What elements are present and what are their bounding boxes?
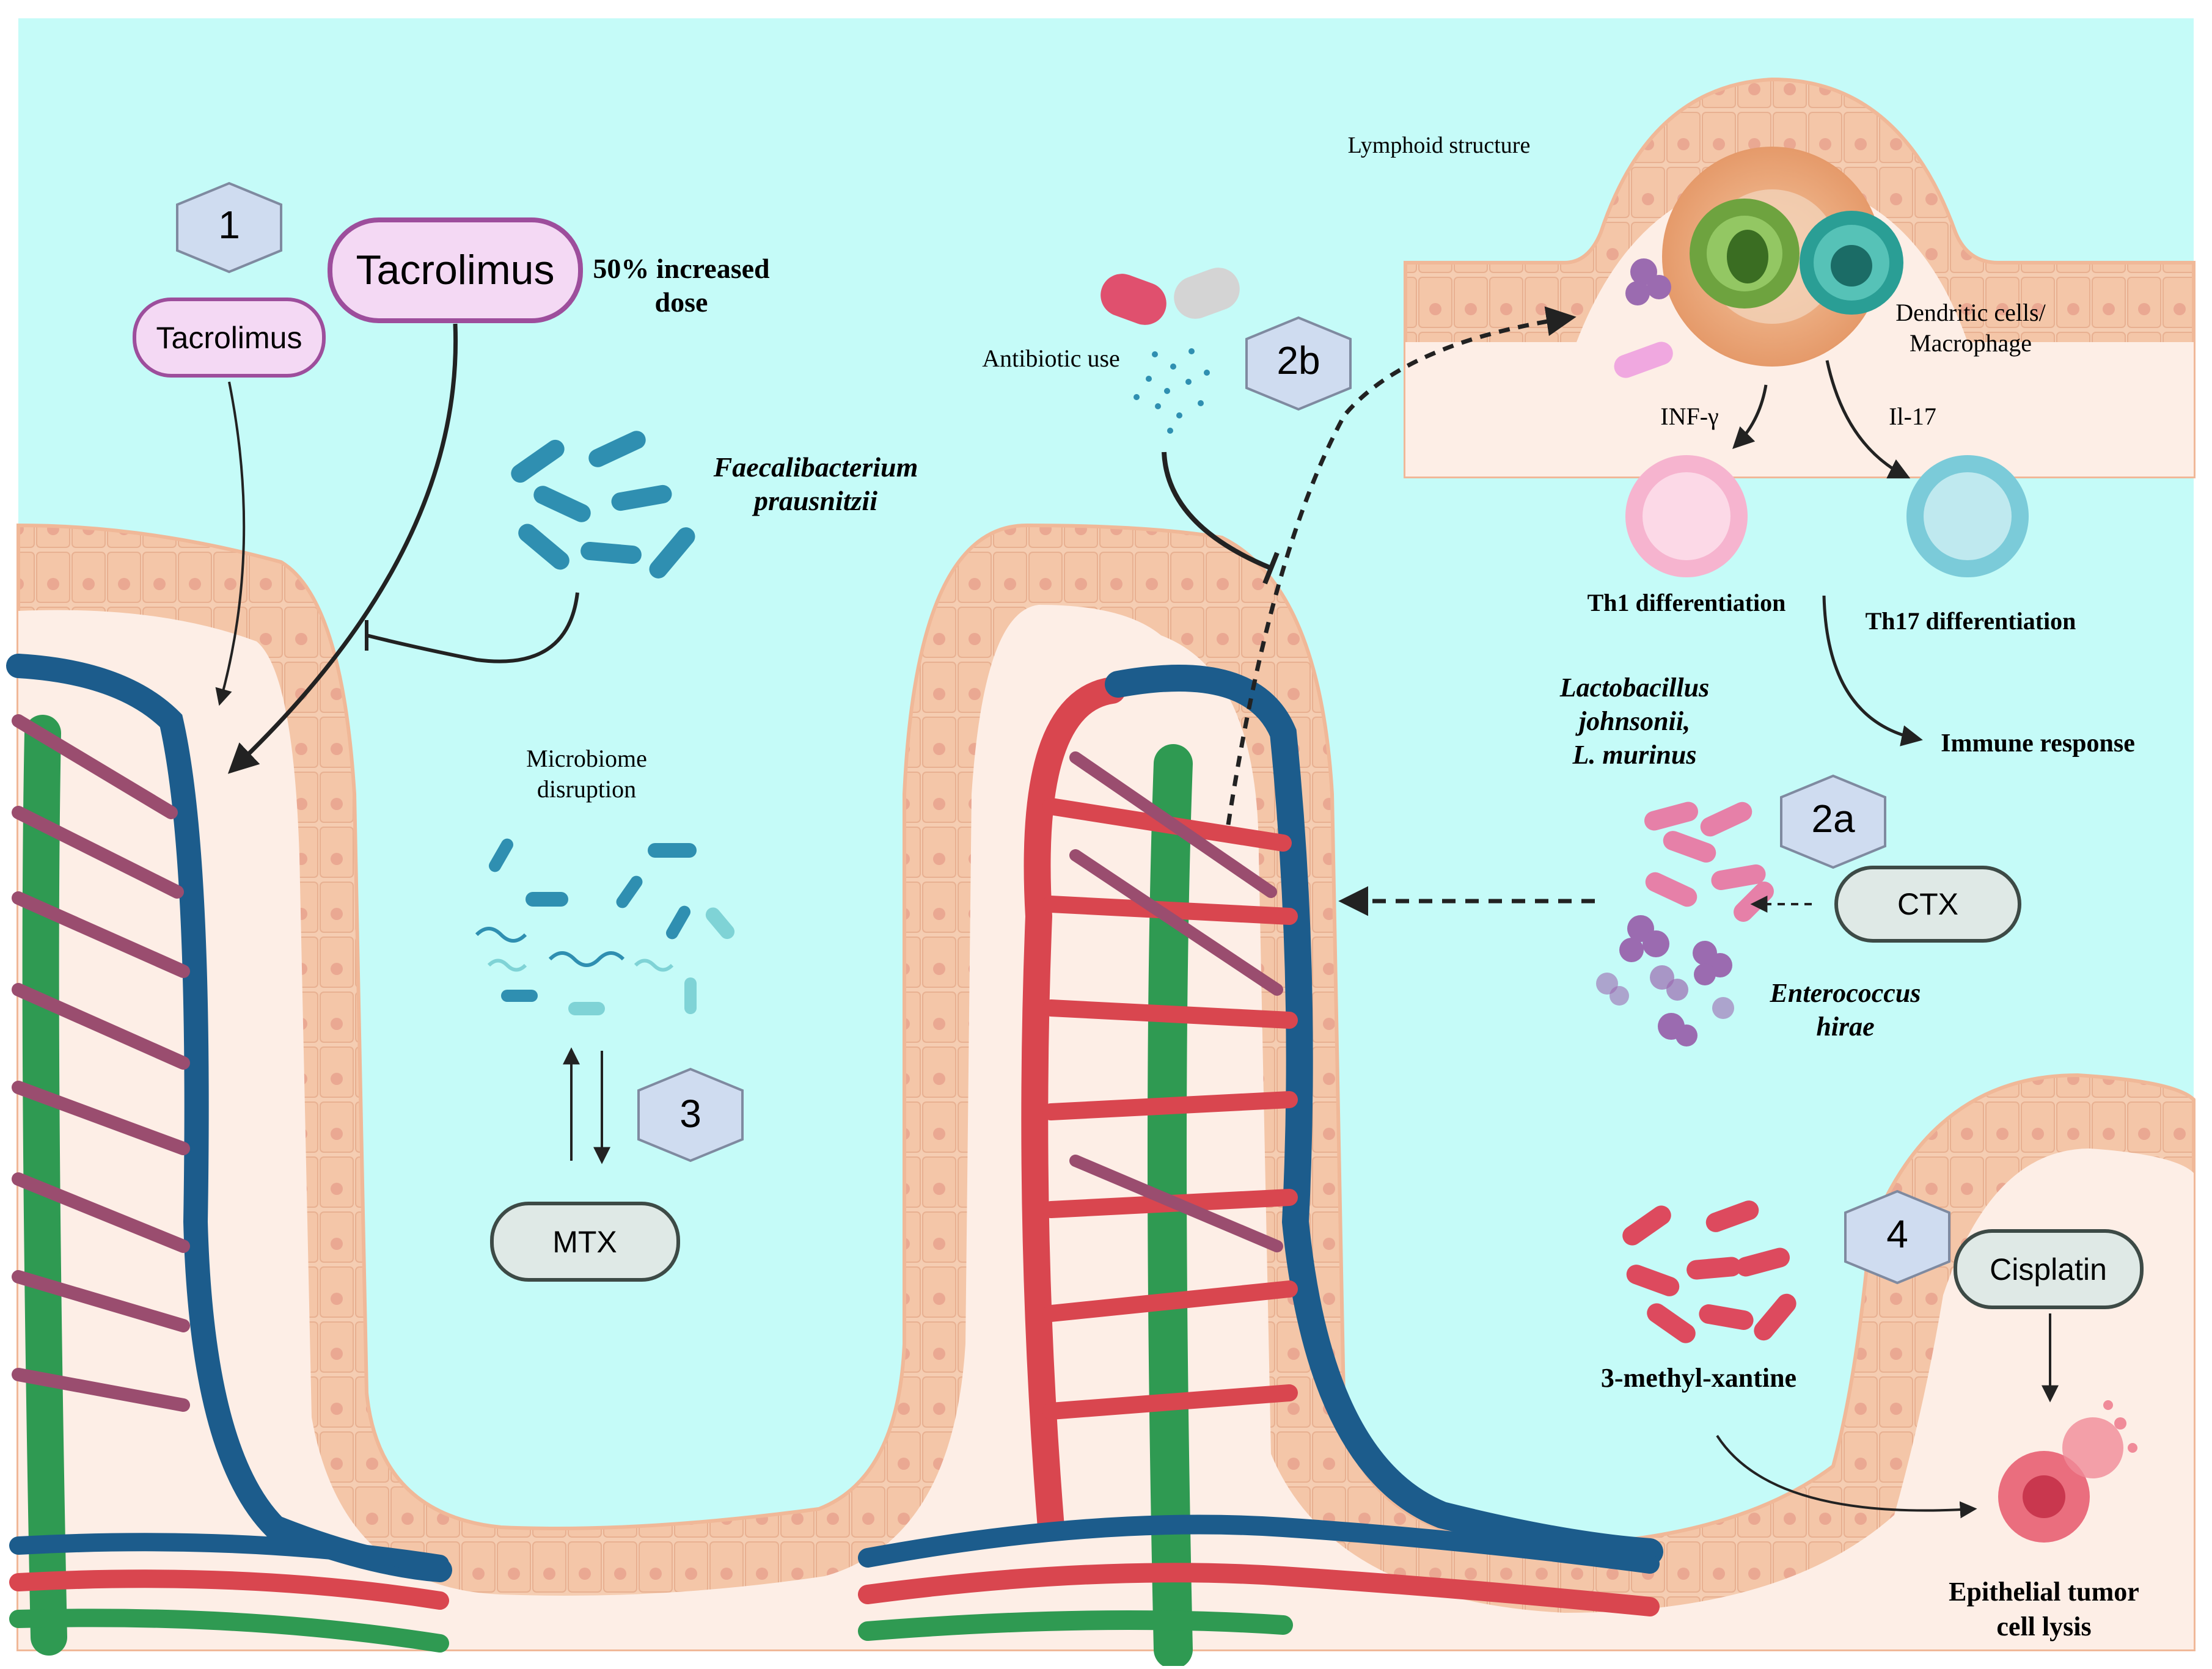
- immune-response-arrow: [1822, 595, 1923, 747]
- enterococcus-line1: Enterococcus: [1770, 978, 1921, 1008]
- cisplatin-pill[interactable]: Cisplatin: [1954, 1229, 2144, 1309]
- marker-2b: 2b: [1245, 316, 1352, 411]
- mtx-label: MTX: [552, 1225, 617, 1259]
- left-villus: [16, 523, 2196, 1651]
- macrophage-icon: [1800, 211, 1903, 315]
- cisplatin-label: Cisplatin: [1990, 1252, 2107, 1287]
- th17-cell-icon: [1906, 455, 2029, 577]
- villus-to-lymphoid-dashed-arrow: [1226, 306, 1577, 825]
- marker-2a: 2a: [1780, 774, 1886, 869]
- tacrolimus-small-label: Tacrolimus: [156, 321, 302, 355]
- microbiome-line1: Microbiome: [526, 745, 647, 772]
- faecalibacterium-line2: prausnitzii: [752, 485, 877, 516]
- methyl-xantine-label: 3-methyl-xantine: [1601, 1363, 1796, 1393]
- red-bacteria-cluster: [1622, 1200, 1796, 1343]
- faecalibacterium-line1: Faecalibacterium: [713, 451, 918, 483]
- antibiotic-powder-icon: [1133, 348, 1210, 434]
- ctx-pill[interactable]: CTX: [1834, 866, 2021, 943]
- th17-label: Th17 differentiation: [1866, 607, 2076, 635]
- marker-2b-label: 2b: [1276, 338, 1320, 382]
- microbiome-line2: disruption: [537, 775, 636, 803]
- tumor-lysis-line2: cell lysis: [1996, 1612, 2091, 1642]
- tacrolimus-large-pill[interactable]: Tacrolimus: [328, 217, 583, 323]
- left-vessels: [6, 654, 452, 1656]
- faecalibacterium-inhibition: [365, 592, 579, 663]
- marker-1-label: 1: [218, 203, 240, 247]
- th1-cell-icon: [1625, 455, 1748, 577]
- inf-gamma-arrow: [1732, 384, 1768, 449]
- marker-2a-label: 2a: [1811, 797, 1855, 841]
- il17-label: Il-17: [1889, 403, 1936, 430]
- lymphoid-label: Lymphoid structure: [1348, 133, 1531, 158]
- il17-arrow: [1825, 360, 1911, 479]
- immune-response-label: Immune response: [1941, 729, 2135, 758]
- lymphoid-bacteria-icon: [1614, 258, 1673, 378]
- dose-label-line1: 50% increased: [593, 253, 770, 284]
- methyl-xantine-arrow: [1716, 1434, 1977, 1519]
- faecalibacterium-cluster: [511, 431, 695, 579]
- ctx-label: CTX: [1897, 887, 1958, 921]
- tumor-cell-lysis-icon: [1998, 1400, 2137, 1543]
- inf-gamma-label: INF-γ: [1660, 403, 1718, 430]
- th1-label: Th1 differentiation: [1588, 589, 1786, 616]
- dendritic-cell-icon: [1690, 199, 1800, 309]
- marker-4: 4: [1844, 1189, 1950, 1285]
- dendritic-line1: Dendritic cells/: [1895, 299, 2046, 326]
- dose-label-line2: dose: [655, 287, 708, 318]
- marker-4-label: 4: [1886, 1212, 1908, 1256]
- marker-3-label: 3: [679, 1092, 701, 1136]
- lactobacillus-line3: L. murinus: [1572, 740, 1697, 770]
- lactobacillus-line2: johnsonii,: [1575, 706, 1690, 736]
- marker-3: 3: [637, 1067, 744, 1163]
- antibiotic-label: Antibiotic use: [982, 345, 1120, 372]
- marker-1: 1: [176, 181, 282, 274]
- mtx-pill[interactable]: MTX: [490, 1202, 680, 1282]
- antibiotic-capsule-icon: [1101, 268, 1240, 325]
- tacrolimus-small-pill[interactable]: Tacrolimus: [133, 298, 326, 378]
- dendritic-line2: Macrophage: [1910, 329, 2032, 357]
- tumor-lysis-line1: Epithelial tumor: [1949, 1577, 2139, 1607]
- microbiome-cluster: [475, 838, 735, 1015]
- tacrolimus-large-arrow: [227, 323, 458, 774]
- tacrolimus-large-label: Tacrolimus: [356, 247, 555, 293]
- enterococcus-cluster: [1596, 915, 1734, 1046]
- lactobacillus-line1: Lactobacillus: [1559, 673, 1709, 703]
- lymphoid-tissue: [1404, 77, 2196, 478]
- enterococcus-line2: hirae: [1816, 1012, 1874, 1042]
- antibiotic-inhibition: [1162, 451, 1280, 585]
- tacrolimus-small-arrow: [215, 381, 246, 706]
- middle-vessels: [858, 665, 1663, 1669]
